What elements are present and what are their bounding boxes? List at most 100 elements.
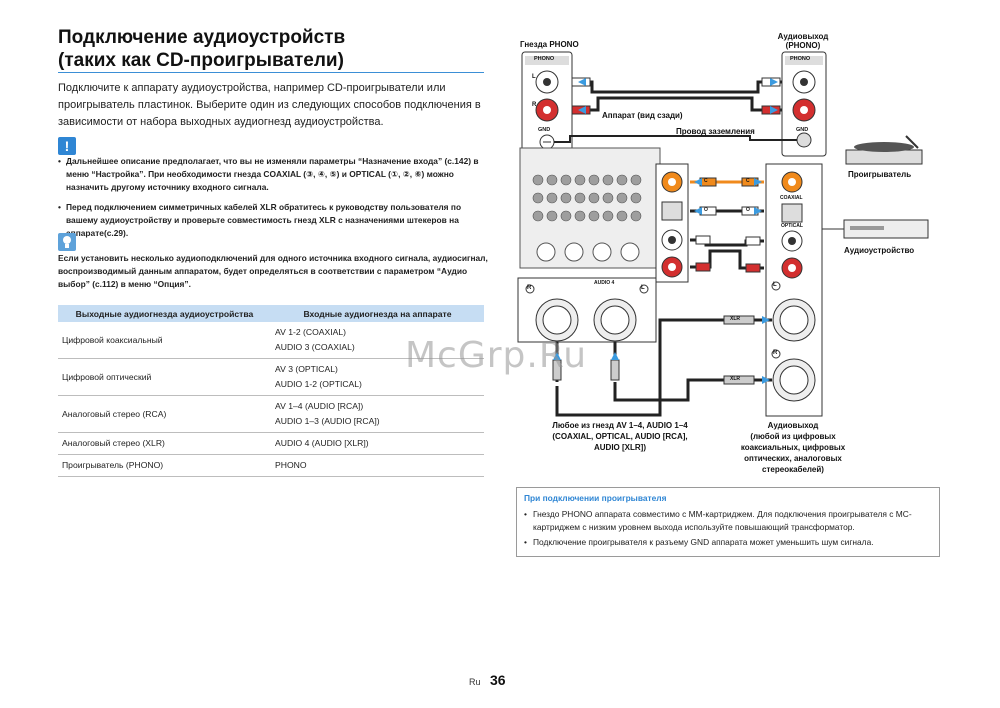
label-line: стереокабелей) [762,465,824,474]
table-cell-input: PHONO [271,454,484,477]
arrow-icon [694,207,702,215]
title-line-1: Подключение аудиоустройств [58,27,346,48]
label-device-coaxial: COAXIAL [780,195,803,201]
info-box-heading: При подключении проигрывателя [524,493,667,503]
intro-paragraph: Подключите к аппарату аудиоустройства, н… [58,82,481,128]
device-coax-pin [788,178,796,186]
table-row: Аналоговый стерео (RCA) AV 1–4 (AUDIO [R… [58,395,484,433]
rca-plug-l-left [695,235,711,245]
label-unit-rear: Аппарат (вид сзади) [602,111,683,120]
turntable-platter [854,142,914,152]
label-audio-out-phono: Аудиовыход (PHONO) [768,32,838,50]
rca-plug-r-right [745,263,761,273]
audio4-xlr-l-face [600,305,630,335]
xlr-plug-device-l [723,315,755,325]
label-line: (любой из цифровых [750,432,836,441]
turntable-r-pin [800,106,808,114]
phono-cable-r [572,96,782,112]
label-line: Аудиовыход [767,421,819,430]
table-cell-output: Цифровой оптический [58,358,271,396]
table-header-row: Выходные аудиогнезда аудиоустройства Вхо… [58,305,484,322]
arrow-icon [611,352,619,360]
label-line: коаксиальных, цифровых [740,443,846,452]
device-rca-l-pin [788,237,796,245]
receiver-jack-grid [532,174,642,222]
title-line-2: (таких как CD-проигрыватели) [58,50,344,71]
info-item: Гнездо PHONO аппарата совместимо с MM-ка… [524,508,934,534]
device-l-marker [771,281,781,291]
turntable-tonearm [905,135,919,149]
page-number: 36 [490,672,506,688]
tip-paragraph: Если установить несколько аудиоподключен… [58,253,488,289]
page-language: Ru [469,677,481,687]
device-xlr-r-face [779,365,809,395]
input-line: AUDIO 3 (COAXIAL) [275,342,355,352]
label-line: Любое из гнезд AV 1–4, AUDIO 1–4 [552,421,688,430]
arrow-icon [694,178,702,186]
device-r-marker [771,349,781,359]
audio4-xlr-r-face [542,305,572,335]
xlr-plug-text: XLR [730,376,740,382]
table-row: Проигрыватель (PHONO) PHONO [58,454,484,477]
xlr-cable-l [555,318,772,417]
turntable-gnd-label: GND [796,127,809,133]
table-cell-output: Цифровой коаксиальный [58,322,271,359]
rca-plug-l-right [745,236,761,246]
device-r-text: R [773,350,778,356]
input-line: AUDIO 1–3 (AUDIO [RCA]) [275,416,380,426]
phono-l-pin [543,78,551,86]
xlr-plug-l [610,359,620,381]
device-xlr-l-face [779,305,809,335]
phono-l-marker: L [532,74,536,80]
table-cell-output: Аналоговый стерео (XLR) [58,432,271,455]
receiver-coax-pin [668,178,676,186]
table-cell-input: AV 1–4 (AUDIO [RCA]) AUDIO 1–3 (AUDIO [RC… [271,395,484,433]
coax-plug-left [699,177,717,187]
arrow-icon [770,106,778,114]
title-divider [58,72,484,73]
label-turntable: Проигрыватель [848,170,912,179]
label-audio-device: Аудиоустройство [844,246,915,255]
input-line: AV 1–4 (AUDIO [RCA]) [275,401,364,411]
label-line: (PHONO) [785,41,821,50]
xlr-plug-device-r [723,375,755,385]
xlr-plug-text: XLR [730,316,740,322]
rca-plug-r-left [695,262,711,272]
device-l-text: L [773,282,777,288]
audio4-r-marker [525,284,535,294]
label-line: Аудиовыход [777,32,829,41]
arrow-icon [578,106,586,114]
page-title: Подключение аудиоустройств (таких как CD… [58,26,488,72]
gnd-label: GND [538,127,551,133]
table-row: Аналоговый стерео (XLR) AUDIO 4 (AUDIO [… [58,432,484,455]
device-rca-r-pin [788,264,796,272]
turntable-label-bar [785,56,823,65]
receiver-rca-r-pin [668,263,676,271]
label-phono-jacks: Гнезда PHONO [520,40,579,49]
audio4-r-text: R [527,285,532,291]
table-cell-input: AV 1-2 (COAXIAL) AUDIO 3 (COAXIAL) [271,322,484,359]
coax-plug-c-right: C [746,178,750,184]
connection-diagram: Гнезда PHONO Аудиовыход (PHONO) PHONO PH… [510,30,950,485]
table-cell-input: AUDIO 4 (AUDIO [XLR]) [271,432,484,455]
receiver-rca-l-pin [668,236,676,244]
audio4-l-text: L [641,285,645,291]
input-line: AV 1-2 (COAXIAL) [275,327,346,337]
receiver-xlr-jack [592,242,612,262]
lightbulb-icon [58,233,76,251]
arrow-icon [762,316,770,324]
table-row: Цифровой оптический AV 3 (OPTICAL)AUDIO … [58,358,484,396]
turntable-base [845,149,923,165]
label-any-jack: Любое из гнезд AV 1–4, AUDIO 1–4 (COAXIA… [540,420,700,453]
info-box-list: Гнездо PHONO аппарата совместимо с MM-ка… [524,508,934,551]
label-line: AUDIO [XLR]) [594,443,646,452]
turntable-info-box: При подключении проигрывателя Гнездо PHO… [516,487,940,557]
receiver-xlr-jack [536,242,556,262]
optical-plug-o-left: O [704,207,708,213]
label-device-optical: OPTICAL [781,223,803,229]
phono-r-pin [543,106,551,114]
notes-list: Дальнейшее описание предполагает, что вы… [58,155,488,247]
turntable-l-pin [800,78,808,86]
label-line: оптических, аналоговых [744,454,842,463]
optical-plug-left [699,206,717,216]
